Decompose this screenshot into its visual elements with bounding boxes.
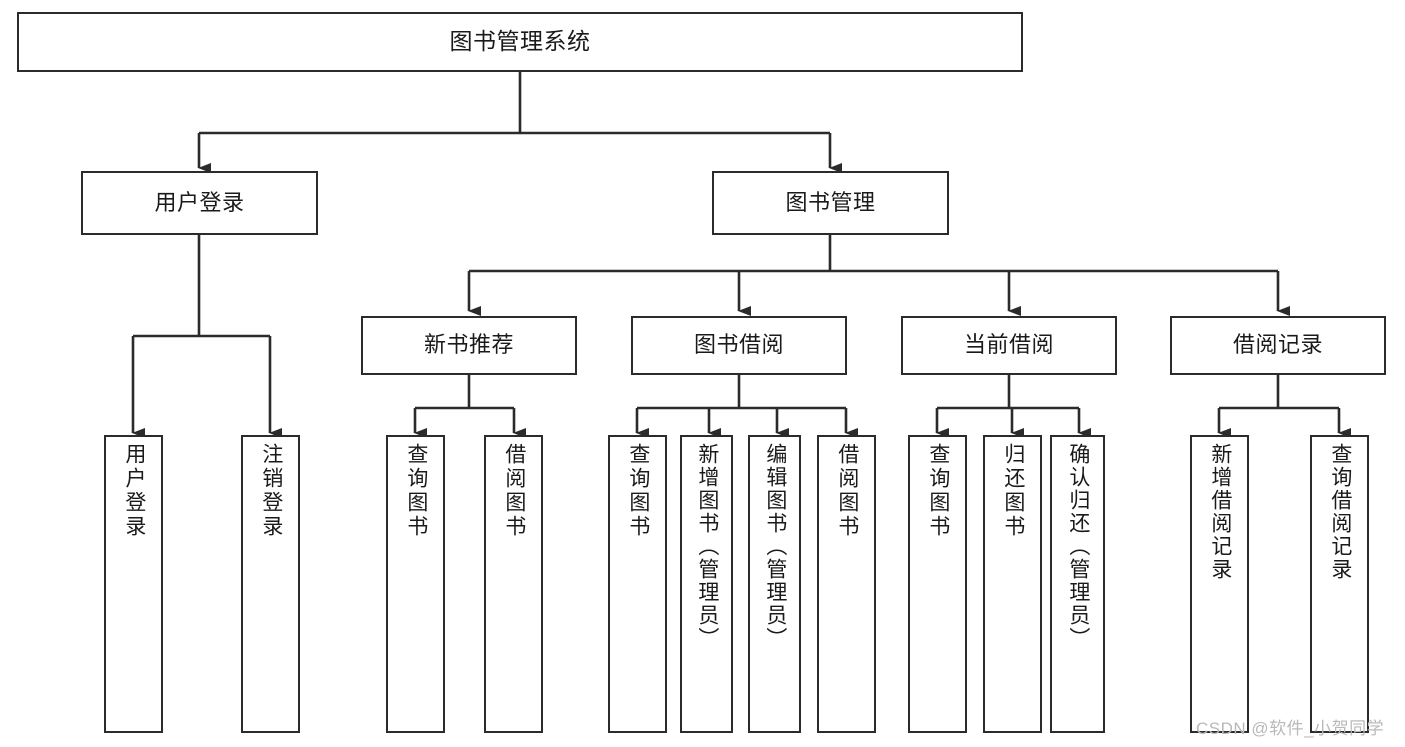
node-root-system[interactable]: 图书管理系统 xyxy=(17,12,1023,72)
node-user-login[interactable]: 用户登录 xyxy=(81,171,318,235)
node-label: 新增借阅记录 xyxy=(1208,443,1232,581)
node-label: 借阅图书 xyxy=(835,443,859,539)
leaf-query-book-3[interactable]: 查询图书 xyxy=(908,435,967,733)
node-label: 查询图书 xyxy=(404,443,428,539)
leaf-borrow-book-1[interactable]: 借阅图书 xyxy=(484,435,543,733)
node-label: 用户登录 xyxy=(122,443,146,539)
node-label: 借阅记录 xyxy=(1232,332,1323,358)
node-borrow-record[interactable]: 借阅记录 xyxy=(1170,316,1386,375)
node-label: 查询图书 xyxy=(626,443,650,539)
leaf-logout[interactable]: 注销登录 xyxy=(241,435,300,733)
node-label: 编辑图书（管理员） xyxy=(763,443,787,650)
node-label: 借阅图书 xyxy=(502,443,526,539)
node-label: 归还图书 xyxy=(1001,443,1025,539)
leaf-confirm-return[interactable]: 确认归还（管理员） xyxy=(1050,435,1105,733)
node-label: 确认归还（管理员） xyxy=(1066,443,1090,650)
node-book-borrow[interactable]: 图书借阅 xyxy=(631,316,847,375)
csdn-watermark: CSDN @软件_小贺同学 xyxy=(1196,719,1385,738)
node-label: 图书借阅 xyxy=(693,332,784,358)
node-label: 图书管理 xyxy=(785,189,876,215)
leaf-query-record[interactable]: 查询借阅记录 xyxy=(1310,435,1369,733)
leaf-add-record[interactable]: 新增借阅记录 xyxy=(1190,435,1249,733)
leaf-add-book[interactable]: 新增图书（管理员） xyxy=(680,435,733,733)
leaf-query-book-1[interactable]: 查询图书 xyxy=(386,435,445,733)
node-label: 新增图书（管理员） xyxy=(695,443,719,650)
node-label: 新书推荐 xyxy=(423,332,514,358)
node-label: 图书管理系统 xyxy=(449,28,591,55)
leaf-query-book-2[interactable]: 查询图书 xyxy=(608,435,667,733)
node-label: 查询图书 xyxy=(926,443,950,539)
leaf-user-login[interactable]: 用户登录 xyxy=(104,435,163,733)
node-book-manage[interactable]: 图书管理 xyxy=(712,171,949,235)
leaf-edit-book[interactable]: 编辑图书（管理员） xyxy=(748,435,801,733)
node-new-book-recommend[interactable]: 新书推荐 xyxy=(361,316,577,375)
leaf-borrow-book-2[interactable]: 借阅图书 xyxy=(817,435,876,733)
node-label: 注销登录 xyxy=(259,443,283,539)
node-label: 当前借阅 xyxy=(963,332,1054,358)
node-label: 查询借阅记录 xyxy=(1328,443,1352,581)
leaf-return-book[interactable]: 归还图书 xyxy=(983,435,1042,733)
node-current-borrow[interactable]: 当前借阅 xyxy=(901,316,1117,375)
node-label: 用户登录 xyxy=(154,189,245,215)
